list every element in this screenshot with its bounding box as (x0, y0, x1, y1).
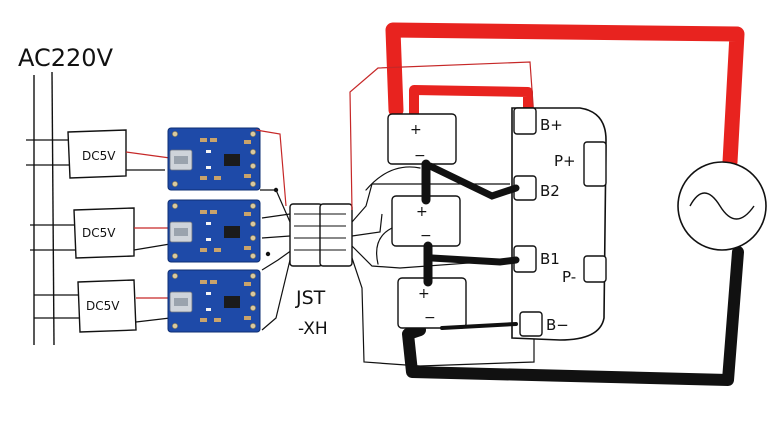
bms-label-bplus: B+ (540, 116, 563, 134)
battery-cell-top: + − (387, 113, 457, 165)
cell-top-minus: − (414, 148, 426, 164)
jst-label-line2: -XH (298, 319, 328, 339)
bms-label-pplus: P+ (554, 152, 576, 170)
cell-mid-minus: − (420, 228, 432, 244)
adapter-1-label: DC5V (82, 149, 116, 163)
adapter-3: DC5V (77, 279, 137, 333)
thick-red-wire-bplus-to-load (385, 22, 745, 170)
charger-modules (167, 127, 261, 333)
bms-label-b1: B1 (540, 250, 560, 268)
pad-bplus (513, 107, 537, 135)
cell-bot-plus: + (418, 286, 430, 302)
adapter-2: DC5V (73, 207, 135, 259)
charger-module-2 (167, 199, 261, 263)
jst-xh-connector (289, 203, 353, 267)
ac-to-adapter-wires (26, 139, 82, 319)
battery-cell-middle: + − (391, 195, 461, 247)
pad-bminus (519, 311, 543, 337)
charger-module-1 (167, 127, 261, 191)
ac-source-label: AC220V (18, 44, 114, 72)
bms-label-pminus: P- (562, 268, 576, 286)
cell-top-plus: + (410, 122, 422, 138)
load-device (677, 161, 767, 251)
module-to-jst-wires (255, 129, 293, 331)
adapter-1: DC5V (67, 129, 127, 179)
thick-black-wire-bminus-to-load (402, 246, 744, 386)
charger-module-3 (167, 269, 261, 333)
bms-label-bminus: B− (546, 316, 569, 334)
cell-bot-minus: − (424, 310, 436, 326)
pad-pminus (583, 255, 607, 283)
jst-to-bms-wires (349, 61, 535, 367)
adapter-to-module-wires (125, 151, 171, 323)
pad-pplus (583, 141, 607, 187)
bms-board (511, 107, 607, 341)
adapter-2-label: DC5V (82, 226, 116, 240)
cell-mid-plus: + (416, 204, 428, 220)
bms-label-b2: B2 (540, 182, 560, 200)
battery-cell-bottom: + − (397, 277, 467, 329)
jst-label-line1: JST (295, 287, 326, 309)
red-wire-battery-plus-to-bplus (409, 85, 533, 127)
adapter-3-label: DC5V (86, 299, 120, 313)
sine-wave-icon (689, 192, 755, 220)
cell-link-wires (365, 159, 520, 330)
ac-line-2 (51, 71, 55, 346)
